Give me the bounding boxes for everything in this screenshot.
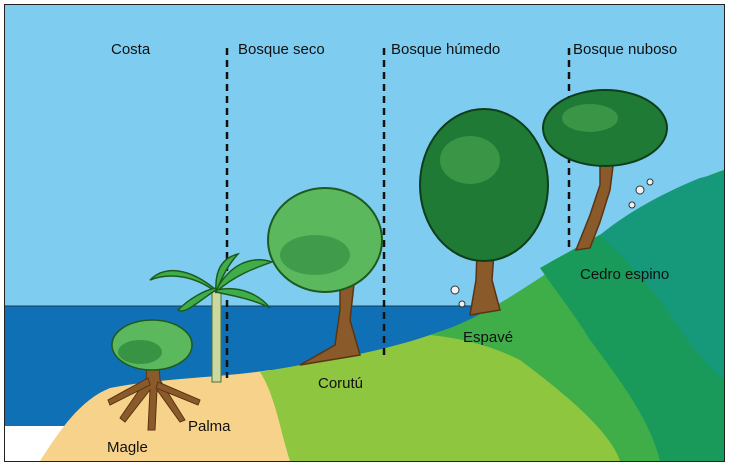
- palm-tree: [149, 252, 275, 383]
- zone-label-cloud-forest: Bosque nuboso: [573, 41, 677, 58]
- tree-label-cedro: Cedro espino: [580, 266, 669, 283]
- palm-trunk: [211, 289, 222, 383]
- cedro-seedlings: [628, 178, 654, 209]
- cedro-espino-tree: [542, 89, 668, 251]
- mangrove-tree: [107, 319, 201, 431]
- tree-label-corutu: Corutú: [318, 375, 363, 392]
- zone-label-dry-forest: Bosque seco: [238, 41, 325, 58]
- corutu-tree: [267, 187, 383, 366]
- espave-canopy-light: [440, 136, 500, 184]
- tree-label-mangrove: Magle: [107, 439, 148, 456]
- tree-label-palm: Palma: [188, 418, 231, 435]
- mangrove-roots: [107, 349, 201, 431]
- cedro-canopy: [542, 89, 668, 167]
- corutu-canopy-shade: [280, 235, 350, 275]
- zone-label-coast: Costa: [111, 41, 151, 58]
- espave-canopy: [419, 108, 549, 262]
- tree-label-espave: Espavé: [463, 329, 513, 346]
- teal-green-peak: [600, 172, 724, 380]
- corutu-canopy: [267, 187, 383, 293]
- espave-seedlings: [450, 285, 466, 308]
- corutu-trunk: [299, 274, 361, 366]
- mangrove-canopy-shade: [118, 340, 162, 364]
- espave-tree: [419, 108, 549, 316]
- cedro-canopy-light: [562, 104, 618, 132]
- diagram-frame: [4, 4, 725, 462]
- zone-label-humid-forest: Bosque húmedo: [391, 41, 500, 58]
- palm-fronds: [149, 252, 275, 312]
